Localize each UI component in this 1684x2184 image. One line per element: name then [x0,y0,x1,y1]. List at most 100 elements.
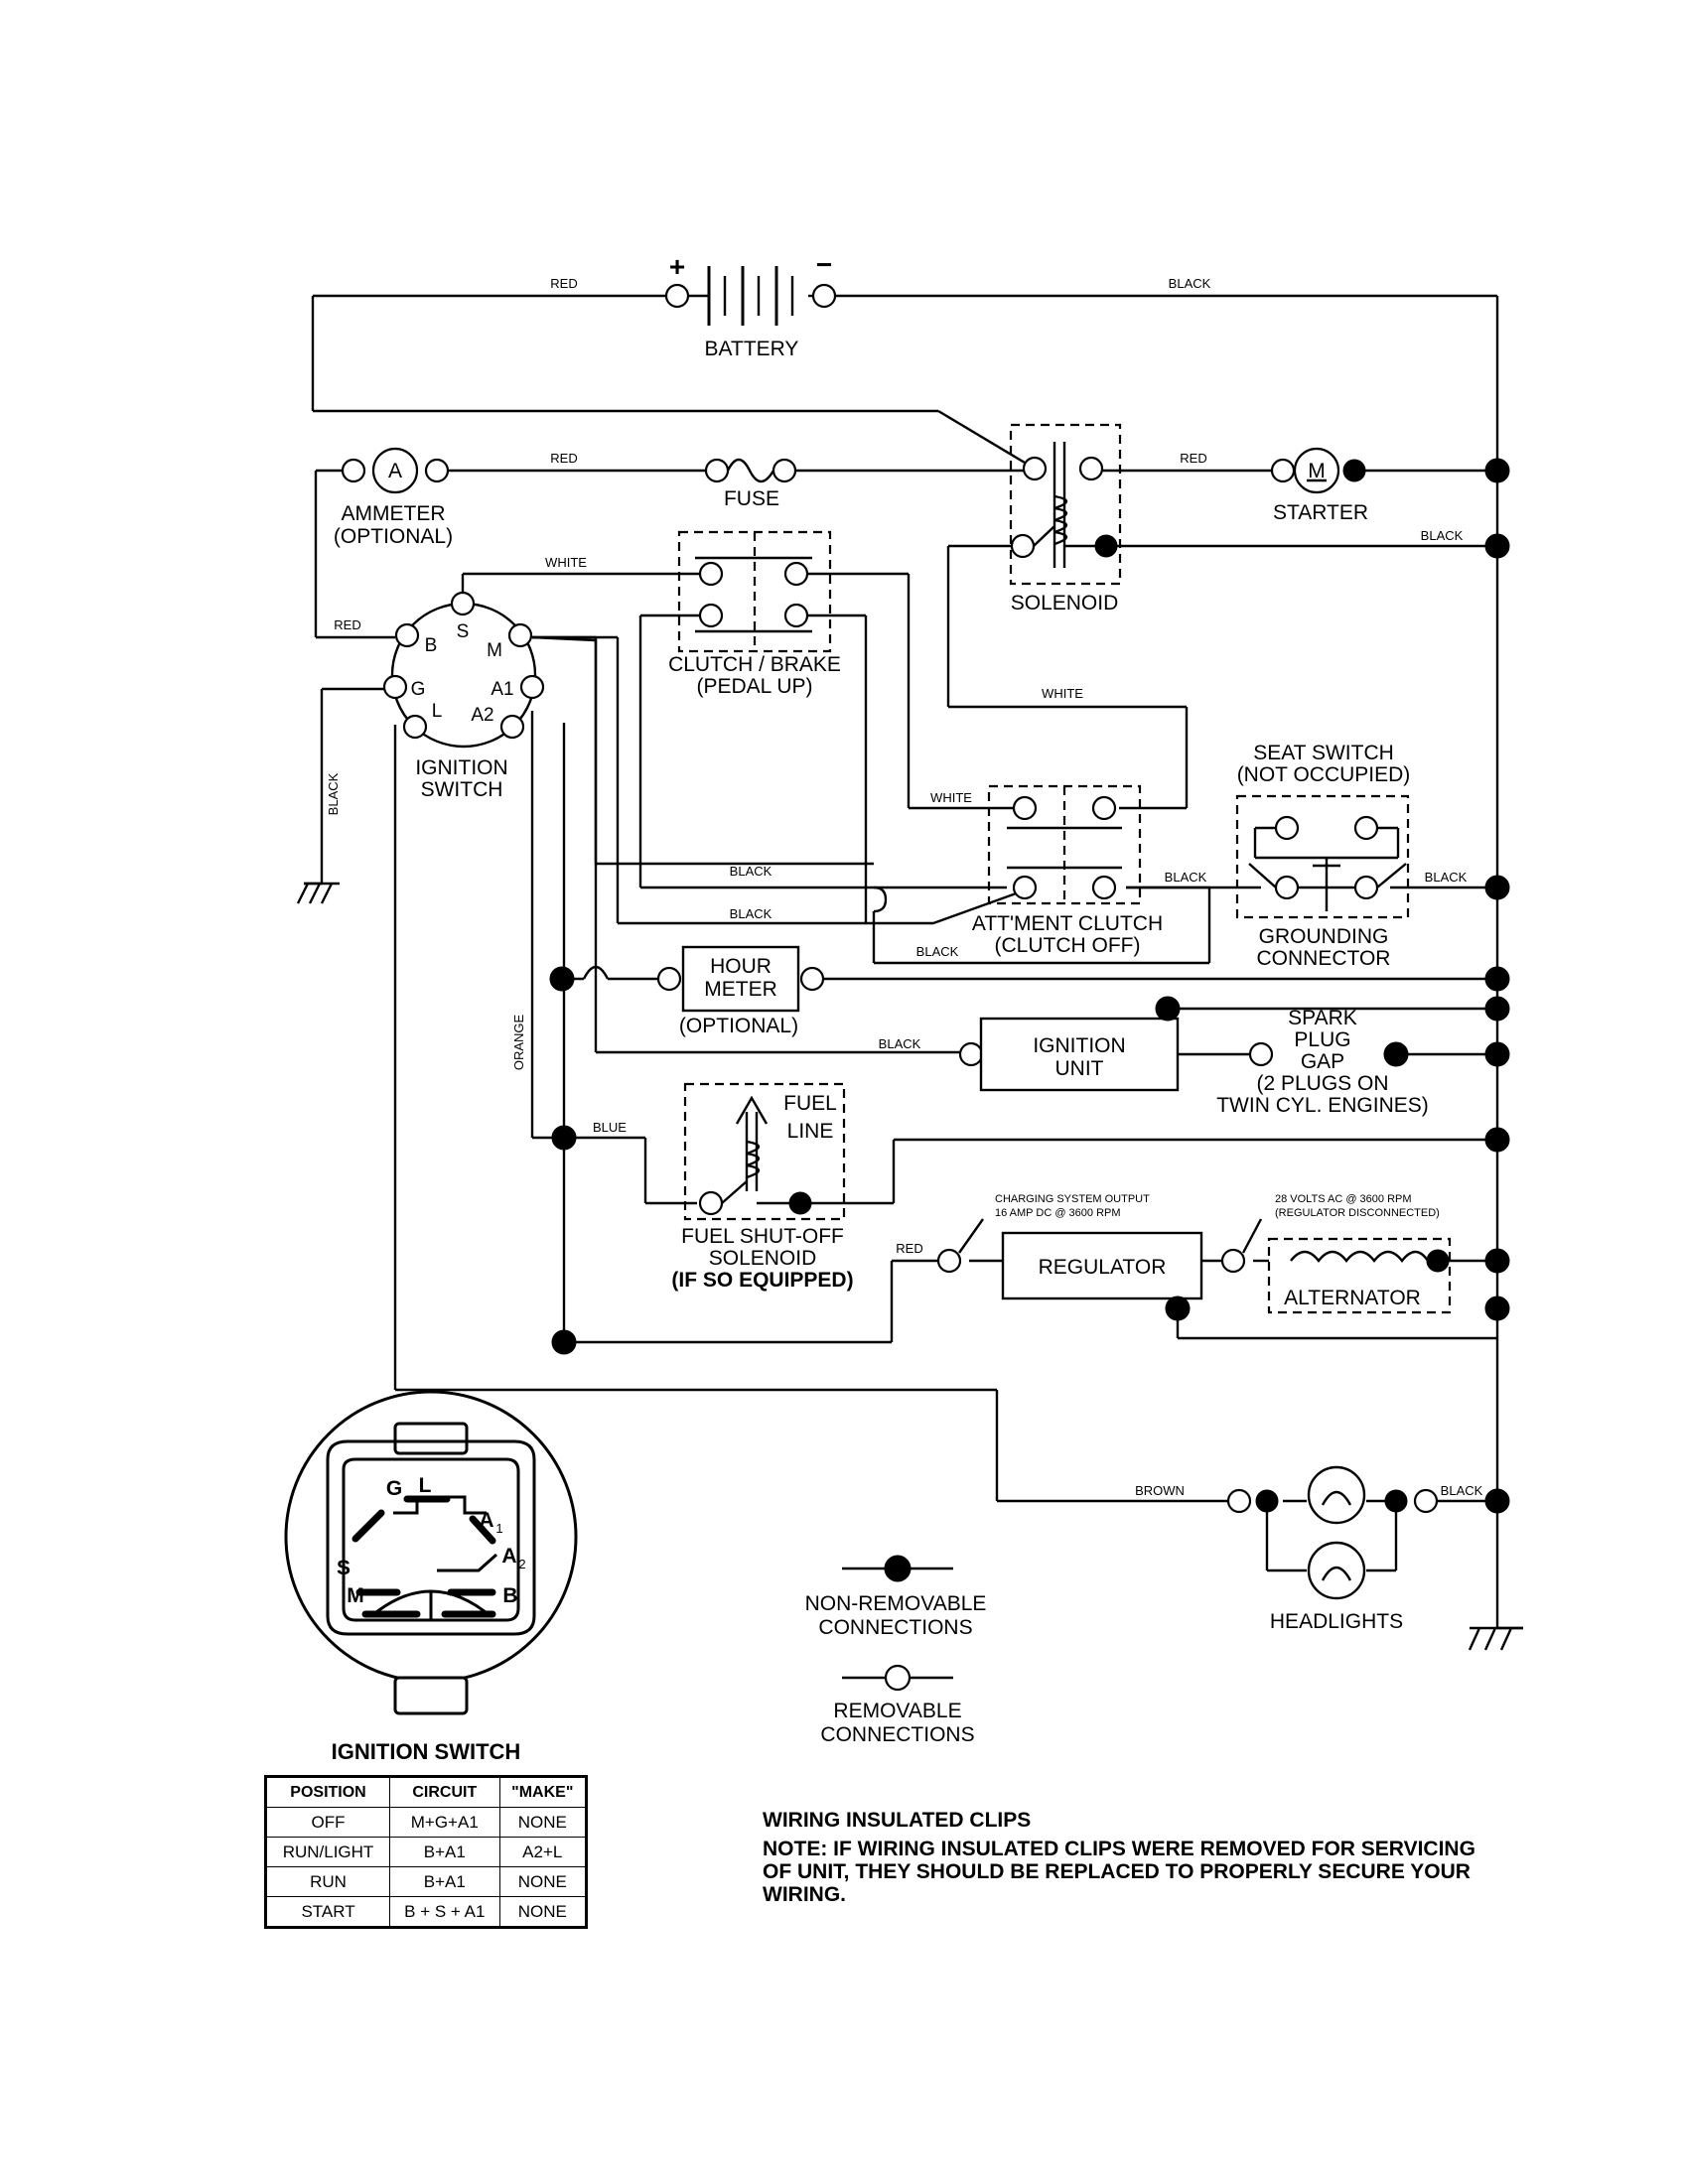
table-row: RUN/LIGHT B+A1 A2+L [264,1837,588,1867]
fuel-line-label-2: LINE [787,1120,834,1143]
spark-plug-line-4: (2 PLUGS ON [1256,1072,1388,1095]
face-a1-sub: 1 [495,1521,502,1536]
pin-g: G [411,679,426,700]
face-a2-sub: 2 [518,1557,525,1571]
attment-clutch-label: ATT'MENT CLUTCH [972,912,1163,935]
ignition-switch-label: IGNITION [415,756,507,779]
cell-position: RUN [264,1866,391,1897]
regulator: REGULATOR CHARGING SYSTEM OUTPUT 16 AMP … [936,1193,1440,1321]
headlights-label: HEADLIGHTS [1270,1610,1403,1633]
wire-blue: BLUE [593,1120,627,1135]
cell-make: A2+L [498,1837,588,1867]
cell-circuit: B+A1 [389,1837,500,1867]
wire-red-ammeter: RED [550,451,577,466]
clutch-brake-sub: (PEDAL UP) [696,675,812,698]
wire-black-3: BLACK [916,944,959,959]
attment-clutch-switch: ATT'MENT CLUTCH (CLUTCH OFF) [972,784,1163,957]
notes-label: NOTE: [763,1838,828,1860]
table-row: START B + S + A1 NONE [264,1896,588,1928]
face-l: L [419,1474,432,1497]
pin-a1: A1 [491,679,513,700]
hour-meter: HOUR METER (OPTIONAL) [549,945,825,1037]
wire-black-battery: BLACK [1169,276,1211,291]
alternator-ac-label-2: (REGULATOR DISCONNECTED) [1275,1207,1440,1219]
wire-black-seat: BLACK [1165,870,1207,885]
fuse: FUSE [704,458,797,510]
alternator-label: ALTERNATOR [1284,1287,1421,1309]
table-row: OFF M+G+A1 NONE [264,1807,588,1838]
wiring-lines [296,294,1523,1651]
notes-body: NOTE: IF WIRING INSULATED CLIPS WERE REM… [763,1838,1477,1906]
wire-black-solenoid: BLACK [1421,528,1464,543]
cell-circuit: M+G+A1 [389,1807,500,1838]
face-b: B [502,1584,517,1607]
cell-circuit: B+A1 [389,1866,500,1897]
headlights: HEADLIGHTS [1226,1465,1439,1633]
solenoid: SOLENOID [1009,423,1122,614]
wire-black-grounding: BLACK [1425,870,1468,885]
battery: + − BATTERY [664,249,837,360]
wire-white-s: WHITE [545,555,587,570]
fuel-solenoid: FUEL LINE FUEL SHUT-OFF SOLENOID (IF SO … [671,1082,854,1292]
junction-dots [551,458,1510,1514]
ammeter-optional: (OPTIONAL) [334,525,453,548]
spark-plug-line-3: GAP [1301,1050,1344,1073]
cell-position: START [264,1896,391,1928]
fuel-solenoid-label-2: SOLENOID [709,1247,817,1270]
ignition-table: POSITION CIRCUIT "MAKE" OFF M+G+A1 NONE … [264,1775,588,1929]
wire-red-b: RED [334,617,360,632]
legend: NON-REMOVABLE CONNECTIONS REMOVABLE CONN… [805,1555,986,1746]
starter: M STARTER [1270,447,1368,524]
wire-black-ground: BLACK [326,772,341,815]
header-position: POSITION [264,1776,391,1808]
wire-white-solenoid: WHITE [1042,686,1083,701]
wiring-notes: WIRING INSULATED CLIPS NOTE: IF WIRING I… [763,1809,1477,1906]
wire-red-starter: RED [1180,451,1206,466]
pin-l: L [432,701,443,722]
legend-non-removable-2: CONNECTIONS [818,1616,972,1639]
wire-labels: RED BLACK RED RED BLACK WHITE WHITE WHIT… [326,276,1483,1498]
ignition-switch-label-2: SWITCH [421,778,503,801]
notes-text: IF WIRING INSULATED CLIPS WERE REMOVED F… [763,1838,1475,1906]
solenoid-label: SOLENOID [1011,592,1119,614]
seat-switch-sub: (NOT OCCUPIED) [1237,763,1411,786]
cell-make: NONE [498,1866,588,1897]
starter-label: STARTER [1273,501,1368,524]
hour-meter-label-2: METER [704,978,777,1001]
cell-make: NONE [498,1807,588,1838]
face-s: S [337,1557,351,1579]
battery-minus: − [816,249,832,280]
clutch-brake-label: CLUTCH / BRAKE [668,653,841,676]
ignition-switch-table: POSITION CIRCUIT "MAKE" OFF M+G+A1 NONE … [264,1775,588,1929]
seat-switch-label: SEAT SWITCH [1253,742,1394,764]
table-row: RUN B+A1 NONE [264,1866,588,1897]
alternator: ALTERNATOR [1267,1237,1452,1314]
spark-plug: SPARK PLUG GAP (2 PLUGS ON TWIN CYL. ENG… [1216,1007,1429,1117]
notes-title: WIRING INSULATED CLIPS [763,1809,1032,1832]
wire-white-attment: WHITE [930,790,972,805]
ammeter-symbol: A [388,460,402,482]
pin-b: B [425,635,438,656]
ignition-unit: IGNITION UNIT [958,996,1181,1092]
ignition-switch-face: G L A 1 A 2 S M B [284,1390,578,1715]
alternator-ac-label: 28 VOLTS AC @ 3600 RPM [1275,1193,1412,1205]
clutch-brake-switch: CLUTCH / BRAKE (PEDAL UP) [668,530,841,698]
grounding-connector-label-2: CONNECTOR [1257,947,1391,970]
face-a2: A [501,1545,516,1568]
face-m: M [347,1584,364,1607]
cell-circuit: B + S + A1 [389,1896,500,1928]
hour-meter-optional: (OPTIONAL) [679,1015,798,1037]
pin-m: M [487,640,502,661]
wire-red-regulator: RED [896,1241,922,1256]
grounding-connector-label: GROUNDING [1259,925,1389,948]
spark-plug-line-1: SPARK [1288,1007,1357,1029]
fuel-line-label: FUEL [783,1092,837,1115]
charging-output-label: CHARGING SYSTEM OUTPUT [995,1193,1150,1205]
fuse-label: FUSE [724,487,779,510]
wire-black-headlights: BLACK [1441,1483,1483,1498]
spark-plug-line-5: TWIN CYL. ENGINES) [1216,1094,1429,1117]
attment-clutch-sub: (CLUTCH OFF) [995,934,1141,957]
starter-symbol: M [1308,460,1326,482]
ignition-switch-schematic: B S M G A1 L A2 IGNITION SWITCH [382,591,545,801]
